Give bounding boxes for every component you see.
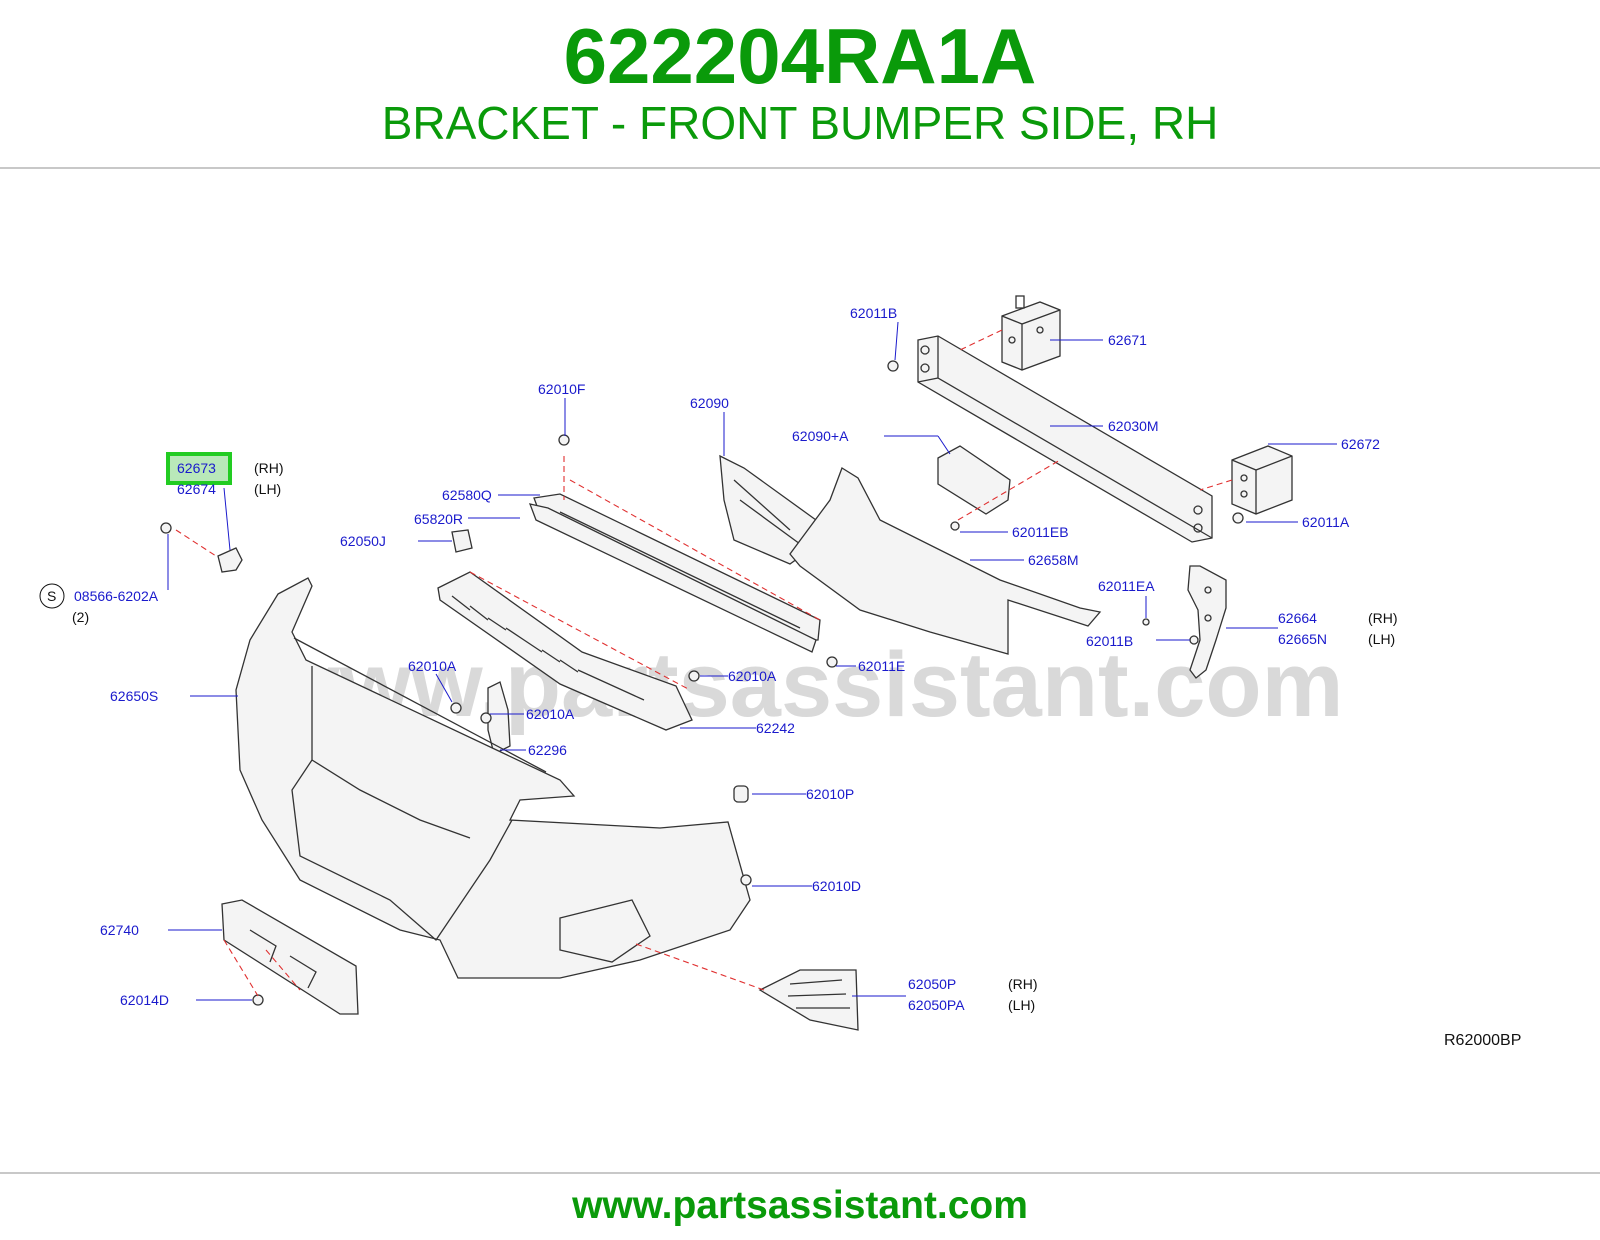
label-62090[interactable]: 62090 <box>690 395 729 411</box>
rh-mark-62050P: (RH) <box>1008 976 1038 992</box>
clip-62010D <box>740 874 752 886</box>
part-number-title: 622204RA1A <box>563 12 1037 100</box>
label-08566-6202A[interactable]: 08566-6202A <box>74 588 159 604</box>
label-62673[interactable]: 62673 <box>177 460 216 476</box>
label-62090A[interactable]: 62090+A <box>792 428 849 444</box>
side-bracket-62673 <box>217 547 243 573</box>
lh-mark-62665N: (LH) <box>1368 631 1395 647</box>
leader-lines <box>167 321 1337 1001</box>
part-labels: 62011B 62671 62010F 62090 62030M 62090+A… <box>39 305 1521 1049</box>
label-62658M[interactable]: 62658M <box>1028 552 1079 568</box>
label-62010A-1[interactable]: 62010A <box>408 658 457 674</box>
label-62014D[interactable]: 62014D <box>120 992 169 1008</box>
footer-url[interactable]: www.partsassistant.com <box>572 1184 1028 1227</box>
clip-62010A-1 <box>688 670 700 682</box>
screw-62014D <box>252 994 264 1006</box>
absorber-62090A <box>937 445 1011 515</box>
label-62665N[interactable]: 62665N <box>1278 631 1327 647</box>
clip-62010A-3 <box>480 712 492 724</box>
label-62242[interactable]: 62242 <box>756 720 795 736</box>
label-62740[interactable]: 62740 <box>100 922 139 938</box>
bracket-62050J <box>451 529 473 553</box>
grille-62242 <box>437 571 693 731</box>
label-62030M[interactable]: 62030M <box>1108 418 1159 434</box>
fasteners <box>160 360 1244 1006</box>
label-62010F[interactable]: 62010F <box>538 381 585 397</box>
bolt-62011E <box>826 656 838 668</box>
lh-mark-62050PA: (LH) <box>1008 997 1035 1013</box>
label-62010P[interactable]: 62010P <box>806 786 854 802</box>
label-62050J[interactable]: 62050J <box>340 533 386 549</box>
label-62296[interactable]: 62296 <box>528 742 567 758</box>
footer-divider <box>0 1172 1600 1174</box>
side-bracket-62664 <box>1187 565 1227 679</box>
label-62672[interactable]: 62672 <box>1341 436 1380 452</box>
header-divider <box>0 167 1600 169</box>
label-62011EA[interactable]: 62011EA <box>1098 578 1155 594</box>
fog-cover-62050P <box>758 969 859 1031</box>
clip-62011B-low <box>1189 635 1199 645</box>
label-62011EB[interactable]: 62011EB <box>1012 524 1069 540</box>
label-62580Q[interactable]: 62580Q <box>442 487 492 503</box>
clip-62010P <box>733 785 749 803</box>
s-symbol-circle <box>39 583 65 609</box>
label-62011A[interactable]: 62011A <box>1302 514 1350 530</box>
lh-mark-62674: (LH) <box>254 481 281 497</box>
crash-box-62671 <box>1001 295 1061 371</box>
rh-mark-62673: (RH) <box>254 460 284 476</box>
label-62010A-2[interactable]: 62010A <box>728 668 777 684</box>
bolt-62011EB <box>950 521 960 531</box>
label-62010D[interactable]: 62010D <box>812 878 861 894</box>
label-62674[interactable]: 62674 <box>177 481 216 497</box>
deflector-62658M <box>789 467 1102 655</box>
screw-08566 <box>160 522 172 534</box>
label-62011E[interactable]: 62011E <box>858 658 905 674</box>
assembly-dashed-lines <box>175 329 1233 997</box>
label-62650S[interactable]: 62650S <box>110 688 158 704</box>
bolt-62011A <box>1232 512 1244 524</box>
label-62664[interactable]: 62664 <box>1278 610 1317 626</box>
clip-62010F <box>558 434 570 446</box>
label-62050P[interactable]: 62050P <box>908 976 956 992</box>
label-62050PA[interactable]: 62050PA <box>908 997 965 1013</box>
clip-62011EA <box>1142 618 1150 626</box>
label-62671[interactable]: 62671 <box>1108 332 1147 348</box>
label-65820R[interactable]: 65820R <box>414 511 463 527</box>
bumper-fascia-62650S <box>235 577 751 979</box>
crash-box-62672 <box>1231 445 1293 515</box>
rh-mark-62664: (RH) <box>1368 610 1398 626</box>
label-62011B-low[interactable]: 62011B <box>1086 633 1133 649</box>
bumper-reinforcement-62030M <box>917 335 1213 543</box>
label-62010A-3[interactable]: 62010A <box>526 706 575 722</box>
quantity-mark: (2) <box>72 609 89 625</box>
clip-62011B-top <box>887 360 899 372</box>
clip-62010A-2 <box>450 702 462 714</box>
label-62011B-top[interactable]: 62011B <box>850 305 897 321</box>
highlight-box <box>166 452 232 485</box>
seal-65820R <box>528 503 817 653</box>
bracket-62296 <box>487 681 511 755</box>
diagram-code: R62000BP <box>1444 1032 1521 1049</box>
s-symbol: S <box>47 588 56 604</box>
license-bracket-62740 <box>221 899 359 1015</box>
part-description: BRACKET - FRONT BUMPER SIDE, RH <box>381 97 1219 149</box>
